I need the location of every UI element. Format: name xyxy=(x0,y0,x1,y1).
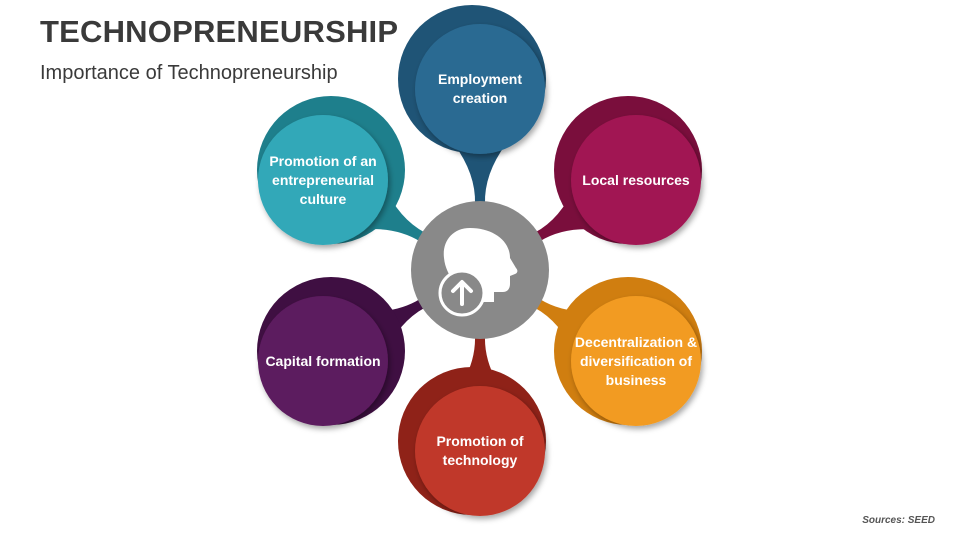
page-subtitle: Importance of Technopreneurship xyxy=(40,62,338,84)
node-label: Capital formation xyxy=(265,352,381,369)
node-label: Decentralization & diversification of bu… xyxy=(574,333,698,388)
node-label: Local resources xyxy=(582,171,690,188)
node-circle xyxy=(258,115,388,245)
node-circle xyxy=(571,115,701,245)
center-hub xyxy=(411,201,549,339)
node-connector xyxy=(454,144,506,204)
node-circle xyxy=(571,296,701,426)
page-title: TECHNOPRENEURSHIP xyxy=(40,14,399,49)
node-circle xyxy=(415,386,545,516)
node-label: Promotion of technology xyxy=(436,433,524,468)
node-circle xyxy=(258,296,388,426)
node-label: Promotion of an entrepreneurial culture xyxy=(269,152,377,207)
up-arrow-icon xyxy=(438,269,486,317)
node-label: Employment creation xyxy=(437,71,522,106)
source-note: Sources: SEED xyxy=(862,515,935,526)
node-circle xyxy=(415,24,545,154)
